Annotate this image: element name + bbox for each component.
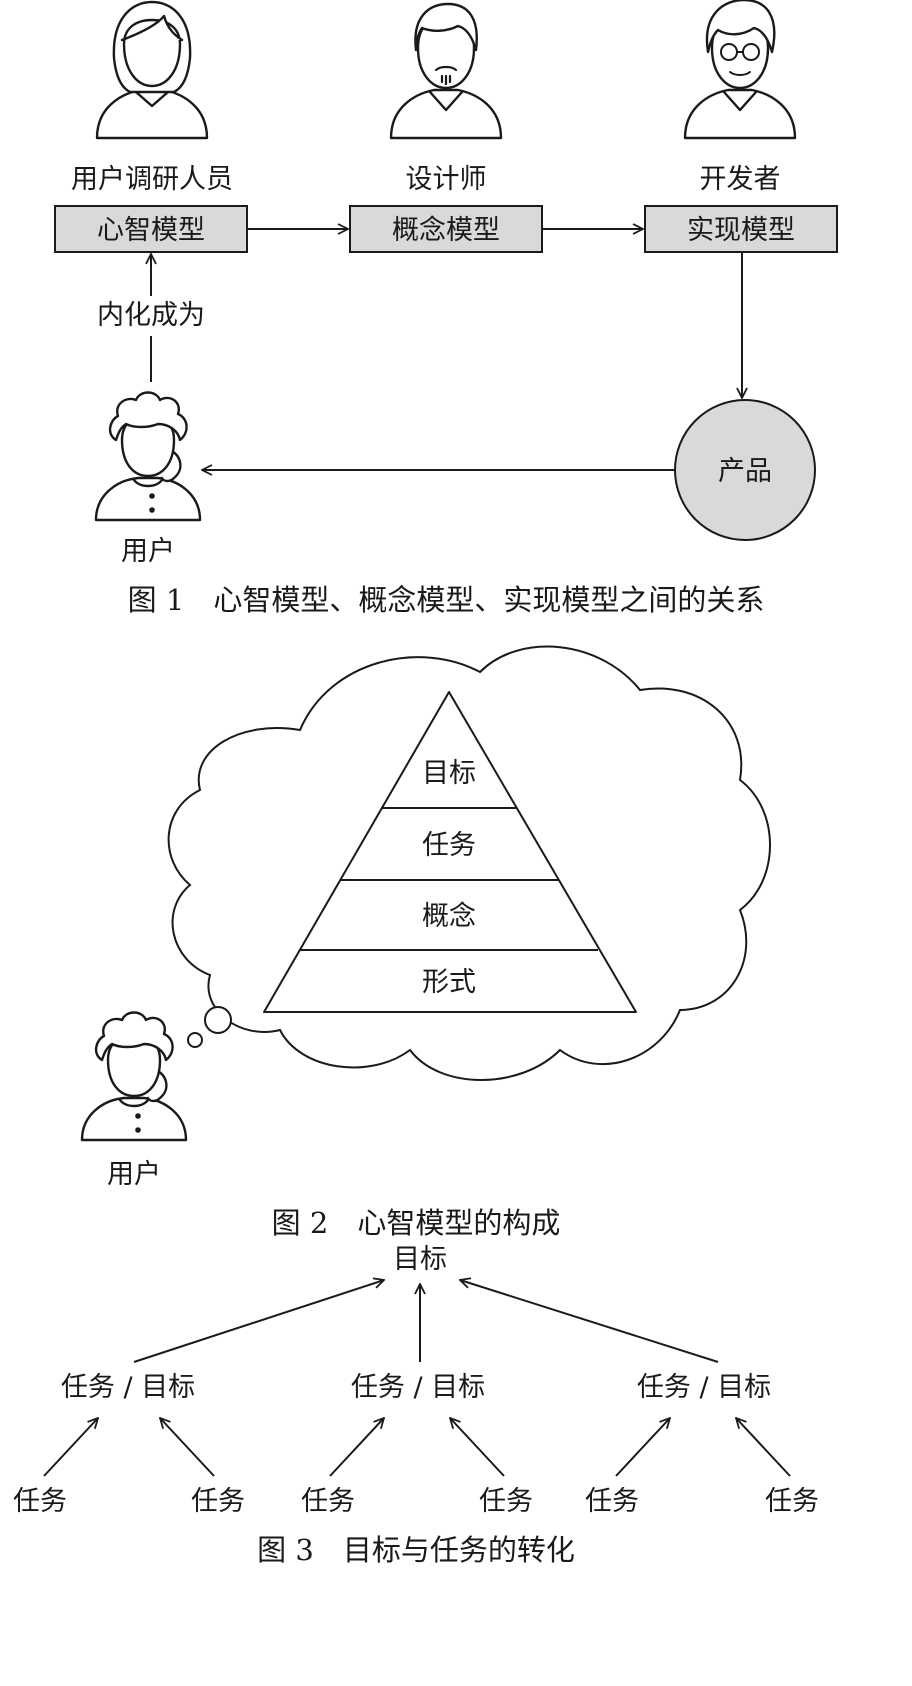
role-label-researcher: 用户调研人员 [71, 164, 233, 195]
pyramid-level-concept: 概念 [422, 901, 476, 932]
arrow-leaf1-to-mid1 [43, 1418, 98, 1477]
arrow-leaf5-to-mid3 [615, 1418, 670, 1477]
leaf-task-2: 任务 [191, 1486, 245, 1517]
user-icon [94, 391, 202, 522]
figure-1-caption: 图 1 心智模型、概念模型、实现模型之间的关系 [128, 583, 765, 617]
figure-2: 目标 任务 概念 形式 用户 图 2 心智模型的构成 [80, 645, 771, 1240]
leaf-task-1: 任务 [13, 1486, 67, 1517]
thought-bubble-large [204, 1006, 232, 1034]
mental-model-label: 心智模型 [97, 215, 205, 246]
user-label-2: 用户 [107, 1159, 161, 1190]
thought-bubble-small [187, 1032, 203, 1048]
pyramid-level-form: 形式 [422, 967, 476, 998]
leaf-task-4: 任务 [479, 1486, 533, 1517]
arrow-leaf6-to-mid3 [736, 1418, 791, 1477]
figure-3-caption: 图 3 目标与任务的转化 [257, 1533, 575, 1567]
arrow-leaf3-to-mid2 [329, 1418, 384, 1477]
arrow-leaf2-to-mid1 [160, 1418, 215, 1477]
internalize-label: 内化成为 [97, 300, 205, 331]
figure-3: 目标 任务 / 目标 任务 / 目标 任务 / 目标 任务 任务 任务 任务 任… [13, 1244, 819, 1567]
figure-2-caption: 图 2 心智模型的构成 [272, 1206, 561, 1240]
leaf-task-3: 任务 [301, 1486, 355, 1517]
pyramid-level-task: 任务 [422, 830, 476, 861]
designer-icon [389, 2, 503, 140]
mid-node-1: 任务 / 目标 [61, 1372, 195, 1403]
pyramid-level-goal: 目标 [422, 758, 476, 789]
mental-model-box [54, 205, 248, 253]
developer-icon [683, 0, 797, 140]
user-label: 用户 [121, 536, 175, 567]
implementation-model-label: 实现模型 [687, 215, 795, 246]
arrow-leaf4-to-mid2 [450, 1418, 505, 1477]
role-label-designer: 设计师 [406, 164, 487, 195]
leaf-task-6: 任务 [765, 1486, 819, 1517]
role-label-developer: 开发者 [700, 164, 781, 195]
concept-model-label: 概念模型 [392, 215, 500, 246]
pyramid [263, 691, 637, 1013]
mid-node-3: 任务 / 目标 [637, 1372, 771, 1403]
product-label: 产品 [718, 456, 772, 487]
root-goal-label: 目标 [393, 1244, 447, 1275]
mid-node-2: 任务 / 目标 [351, 1372, 485, 1403]
figure-1: 用户调研人员 设计师 开发者 心智模型 概念模型 实现模型 产品 用户 内化成为… [54, 0, 838, 617]
leaf-task-5: 任务 [585, 1486, 639, 1517]
concept-model-box [349, 205, 543, 253]
arrow-mid3-to-root [460, 1280, 719, 1363]
user-researcher-icon [95, 0, 209, 140]
arrow-mid1-to-root [133, 1280, 384, 1363]
user-icon-2 [80, 1011, 188, 1142]
